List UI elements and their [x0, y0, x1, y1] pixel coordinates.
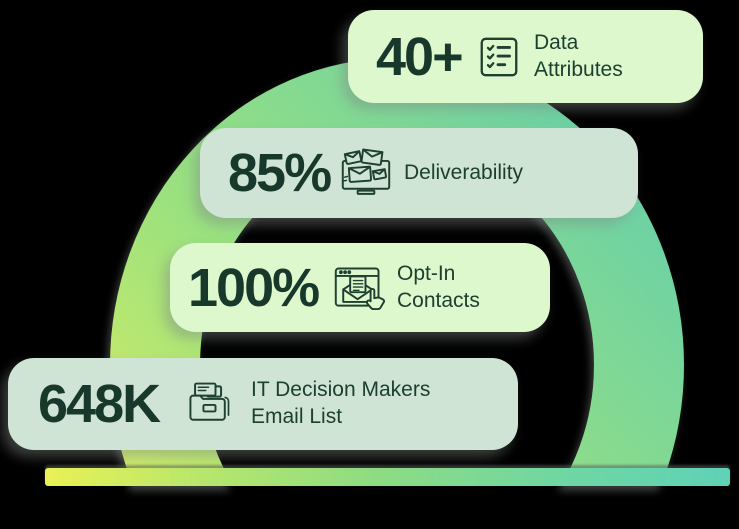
stat-label-line1: Opt-In [397, 261, 456, 285]
stat-label: IT Decision Makers Email List [251, 377, 430, 431]
stat-label: Data Attributes [534, 30, 623, 84]
stat-card-email-list: 648K IT Decision Makers Email List [8, 358, 518, 450]
optin-browser-icon [333, 262, 385, 314]
checklist-icon [476, 34, 522, 80]
stat-label-line2: Contacts [397, 288, 480, 312]
stat-label: Opt-In Contacts [397, 261, 480, 315]
stat-label-line1: Data [534, 30, 579, 54]
stat-value: 40+ [376, 26, 464, 87]
stat-card-deliverability: 85% [200, 128, 638, 218]
inbox-monitor-icon [340, 147, 392, 199]
email-folder-icon [183, 378, 235, 430]
stat-label-line1: IT Decision Makers [251, 378, 431, 402]
gradient-baseline-bar [45, 468, 730, 486]
stat-card-data-attributes: 40+ Data Attributes [348, 10, 703, 103]
stat-label-line1: Deliverability [404, 160, 524, 184]
stat-card-opt-in-contacts: 100% Opt-In Contacts [170, 243, 550, 332]
stat-label-line2: Attributes [534, 57, 623, 81]
stat-value: 85% [228, 143, 332, 203]
stat-value: 100% [188, 257, 320, 318]
stat-value: 648K [38, 374, 161, 434]
stat-label-line2: Email List [251, 405, 343, 428]
stat-label: Deliverability [404, 160, 523, 187]
